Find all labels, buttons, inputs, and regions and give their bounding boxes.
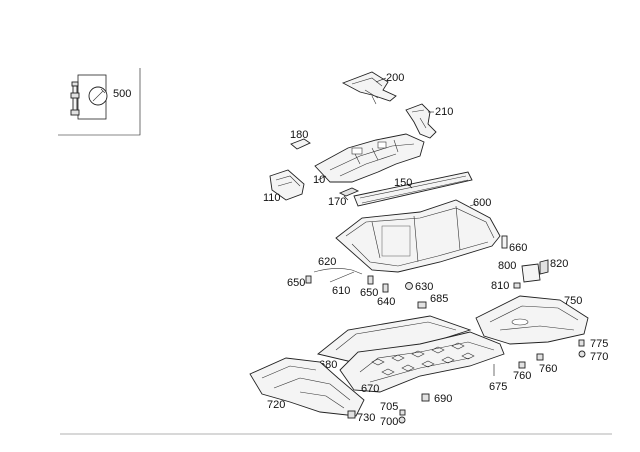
wrench-screw-icon bbox=[70, 74, 108, 120]
callout-630: 630 bbox=[415, 281, 433, 293]
part-640: 640 bbox=[377, 283, 395, 308]
callout-685: 685 bbox=[430, 293, 448, 305]
callout-675: 675 bbox=[489, 381, 507, 393]
part-810: 810 bbox=[491, 280, 521, 292]
part-170: 170 bbox=[328, 187, 360, 208]
callout-180: 180 bbox=[290, 129, 308, 141]
part-10: 10 bbox=[313, 133, 425, 186]
callout-210: 210 bbox=[435, 106, 453, 118]
part-650a: 650 bbox=[287, 275, 312, 289]
callout-600: 600 bbox=[473, 197, 491, 209]
part-800: 800 bbox=[498, 260, 541, 283]
part-110: 110 bbox=[263, 169, 305, 204]
callout-800: 800 bbox=[498, 260, 516, 272]
part-690: 690 bbox=[421, 393, 452, 405]
callout-730: 730 bbox=[357, 412, 375, 424]
callout-610: 610 bbox=[332, 285, 350, 297]
part-750: 750 bbox=[475, 295, 589, 345]
callout-690: 690 bbox=[434, 393, 452, 405]
part-210: 210 bbox=[405, 103, 453, 139]
callout-720: 720 bbox=[267, 399, 285, 411]
part-700: 700 bbox=[380, 416, 406, 428]
callout-810: 810 bbox=[491, 280, 509, 292]
part-720: 720 bbox=[249, 357, 365, 417]
part-705: 705 bbox=[380, 401, 406, 416]
part-180: 180 bbox=[290, 129, 311, 150]
callout-700: 700 bbox=[380, 416, 398, 428]
part-650b: 650 bbox=[360, 275, 378, 299]
callout-820: 820 bbox=[550, 258, 568, 270]
callout-640: 640 bbox=[377, 296, 395, 308]
part-675: 675 bbox=[489, 364, 507, 393]
callout-200: 200 bbox=[386, 72, 404, 84]
part-200: 200 bbox=[341, 71, 404, 105]
callout-170: 170 bbox=[328, 196, 346, 208]
part-610: 610 bbox=[329, 271, 355, 297]
callout-705: 705 bbox=[380, 401, 398, 413]
part-660: 660 bbox=[501, 235, 527, 254]
callout-500: 500 bbox=[113, 88, 131, 100]
callout-770: 770 bbox=[590, 351, 608, 363]
part-760a: 760 bbox=[513, 361, 531, 382]
callout-650-right: 650 bbox=[360, 287, 378, 299]
callout-110: 110 bbox=[263, 192, 281, 204]
part-150: 150 bbox=[353, 171, 473, 207]
legend-box: 500 bbox=[58, 68, 141, 136]
part-620: 620 bbox=[313, 256, 363, 275]
callout-760-right: 760 bbox=[539, 363, 557, 375]
part-630: 630 bbox=[405, 281, 433, 293]
callout-650-left: 650 bbox=[287, 277, 305, 289]
callout-670: 670 bbox=[361, 383, 379, 395]
part-685: 685 bbox=[417, 293, 448, 309]
part-770: 770 bbox=[578, 350, 608, 363]
part-600: 600 bbox=[335, 197, 501, 273]
callout-775: 775 bbox=[590, 338, 608, 350]
part-760b: 760 bbox=[536, 353, 557, 375]
part-820: 820 bbox=[539, 258, 568, 275]
callout-750: 750 bbox=[564, 295, 582, 307]
callout-10: 10 bbox=[313, 174, 325, 186]
callout-760-left: 760 bbox=[513, 370, 531, 382]
callout-620: 620 bbox=[318, 256, 336, 268]
callout-150: 150 bbox=[394, 177, 412, 189]
part-730: 730 bbox=[347, 410, 375, 424]
part-775: 775 bbox=[578, 338, 608, 350]
callout-660: 660 bbox=[509, 242, 527, 254]
part-670: 670 bbox=[339, 331, 505, 395]
